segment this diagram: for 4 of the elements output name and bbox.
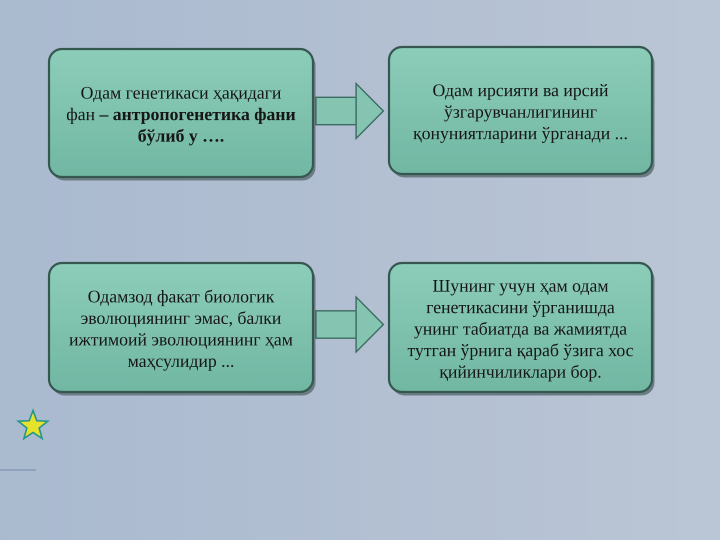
text-box: Одам генетикаси ҳақидаги фан – антропогенетика фани бўлиб у …. — [48, 48, 316, 180]
text-box: Одамзод факат биологик эволюциянинг эмас, балки ижтимоий эволюциянинг ҳам маҳсулидир ... — [48, 262, 316, 396]
text-box: Шунинг учун ҳам одам генетикасини ўрганишда унинг табиатда ва жамиятда тутган ўрнига қараб ўзига хос қийинчиликлари бор. — [388, 262, 654, 396]
text-box: Одам ирсияти ва ирсий ўзгарувчанлигининг қонуниятларини ўрганади ... — [388, 46, 654, 178]
